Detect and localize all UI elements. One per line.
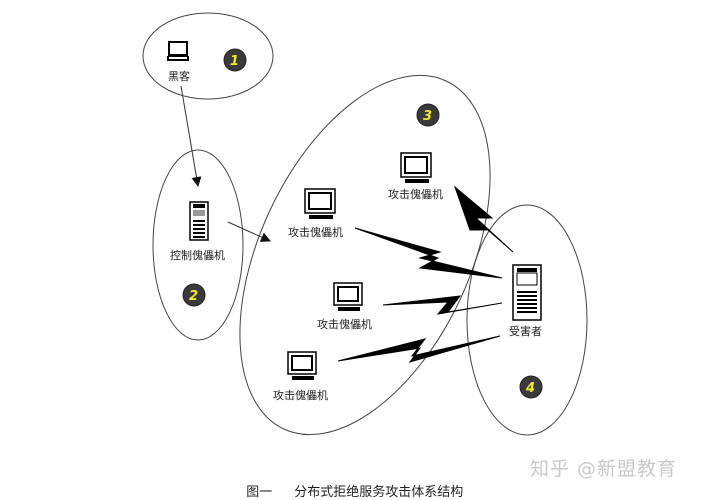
node-label-attacker-1: 攻击傀儡机 xyxy=(388,187,443,201)
figure-number: 图一 xyxy=(246,485,273,500)
arrow-hacker-to-controller xyxy=(180,85,202,187)
group-1-ellipse xyxy=(142,12,274,100)
badge-2: 2 xyxy=(182,283,206,307)
watermark: 知乎 @新盟教育 xyxy=(530,458,678,480)
monitor-icon xyxy=(287,351,317,380)
lightning-attacker-middle xyxy=(382,295,503,315)
node-label-attacker-3: 攻击傀儡机 xyxy=(317,317,372,331)
badge-4: 4 xyxy=(519,375,543,399)
lightning-attacker-top xyxy=(453,185,514,253)
badge-3-number: 3 xyxy=(423,109,432,124)
lightning-attacker-bottom xyxy=(337,335,501,363)
server-icon xyxy=(189,201,209,241)
lightning-links xyxy=(337,185,514,363)
laptop-icon xyxy=(167,41,189,61)
arrow-controller-to-attackers xyxy=(227,221,271,242)
badge-3: 3 xyxy=(416,103,440,127)
lightning-attacker-left xyxy=(354,227,503,279)
group-4-ellipse xyxy=(466,204,588,436)
badge-1-number: 1 xyxy=(230,54,239,69)
badge-2-number: 2 xyxy=(189,289,198,304)
node-label-victim: 受害者 xyxy=(509,324,542,338)
monitor-icon xyxy=(400,152,432,183)
monitor-icon xyxy=(304,188,336,219)
node-label-attacker-4: 攻击傀儡机 xyxy=(273,388,328,402)
node-label-attacker-2: 攻击傀儡机 xyxy=(288,225,343,239)
node-label-hacker: 黑客 xyxy=(168,69,190,83)
server-icon xyxy=(512,264,542,321)
group-3-ellipse xyxy=(239,74,491,436)
node-label-controller: 控制傀儡机 xyxy=(170,248,225,262)
monitor-icon xyxy=(333,282,363,311)
group-2-ellipse xyxy=(152,149,244,341)
figure-title: 分布式拒绝服务攻击体系结构 xyxy=(294,485,464,500)
badge-4-number: 4 xyxy=(525,381,535,396)
badge-1: 1 xyxy=(223,48,247,72)
